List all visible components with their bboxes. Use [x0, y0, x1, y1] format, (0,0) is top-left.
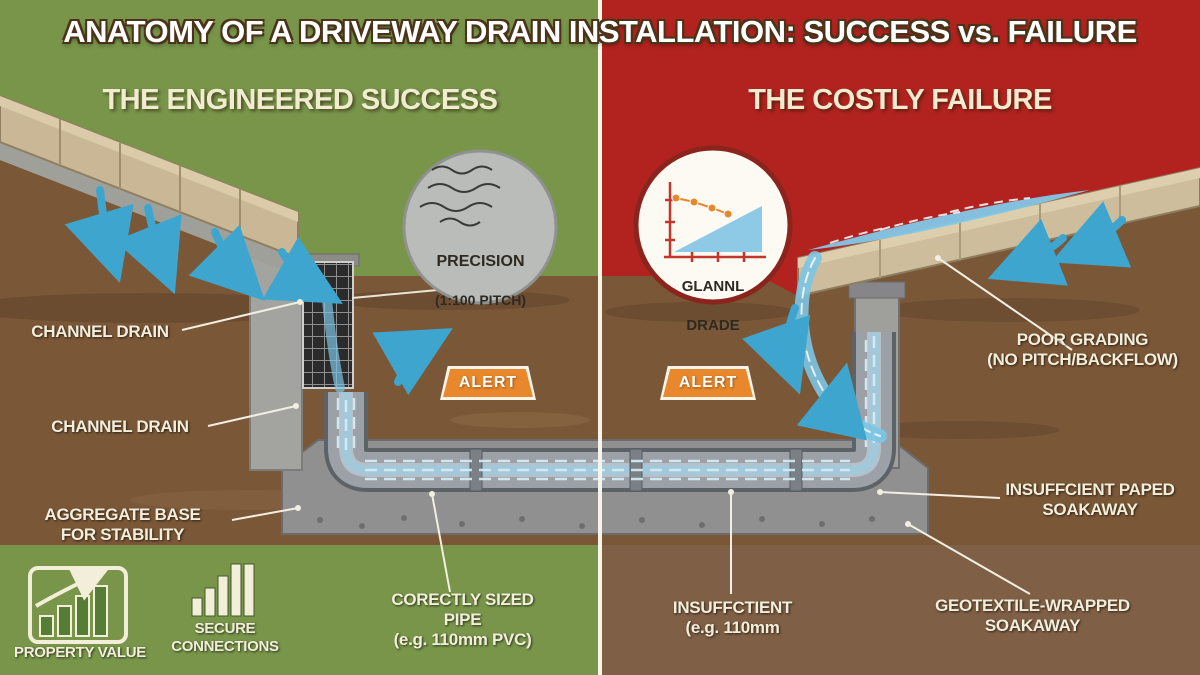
main-title: ANATOMY OF A DRIVEWAY DRAIN INSTALLATION…: [63, 14, 1137, 49]
secure-connections-icon: [191, 563, 255, 617]
grade-callout-line2: DRADE: [686, 316, 740, 334]
label-channel-drain-lower: CHANNEL DRAIN: [51, 417, 189, 436]
grade-wedge: [674, 206, 762, 252]
water-flow-arrows: [64, 186, 1132, 443]
label-insufficient-pipe: INSUFFCTIENT (e.g. 110mm: [672, 598, 793, 638]
grade-dotted-series: [675, 197, 729, 215]
ponded-water: [808, 190, 1090, 250]
label-secure-connections: SECURE CONNECTIONS: [171, 620, 279, 655]
label-channel-drain-upper: CHANNEL DRAIN: [31, 322, 169, 341]
precision-callout-circle: [351, 149, 558, 305]
alert-badge-left: ALERT: [440, 366, 536, 400]
leader-lines: [181, 255, 1073, 595]
grade-callout-text: GLANNL DRADE: [648, 258, 778, 356]
label-geotextile-soakaway: GEOTEXTILE-WRAPPED SOAKAWAY: [935, 596, 1130, 636]
property-value-icon: [28, 566, 128, 644]
grade-chart-callout-circle: [633, 145, 793, 305]
label-property-value: PROPERTY VALUE: [14, 644, 146, 661]
label-poor-grading: POOR GRADING (NO PITCH/BACKFLOW): [987, 330, 1178, 370]
alert-badge-right: ALERT: [660, 366, 756, 400]
label-correctly-sized-pipe: CORECTLY SIZED PIPE (e.g. 110mm PVC): [391, 590, 534, 650]
precision-callout-line1: PRECISION: [436, 253, 525, 270]
precision-callout-text: PRECISION (1:100 PITCH): [408, 232, 553, 330]
label-insufficient-soakaway: INSUFFCIENT PAPED SOAKAWAY: [1005, 480, 1175, 520]
drain-pipe: [324, 332, 896, 492]
grade-callout-line1: GLANNL: [681, 278, 745, 295]
water-texture-lines: [419, 165, 501, 227]
concrete-wall: [249, 250, 303, 471]
label-aggregate-base: AGGREGATE BASE FOR STABILITY: [44, 505, 201, 545]
alert-badge-left-label: ALERT: [443, 369, 533, 397]
failure-heading: THE COSTLY FAILURE: [748, 84, 1052, 116]
precision-callout-line2: (1:100 PITCH): [434, 292, 527, 308]
panel-divider: [598, 0, 602, 675]
failure-footer-band: [600, 545, 1200, 675]
success-heading: THE ENGINEERED SUCCESS: [102, 84, 498, 116]
alert-badge-right-label: ALERT: [663, 369, 753, 397]
